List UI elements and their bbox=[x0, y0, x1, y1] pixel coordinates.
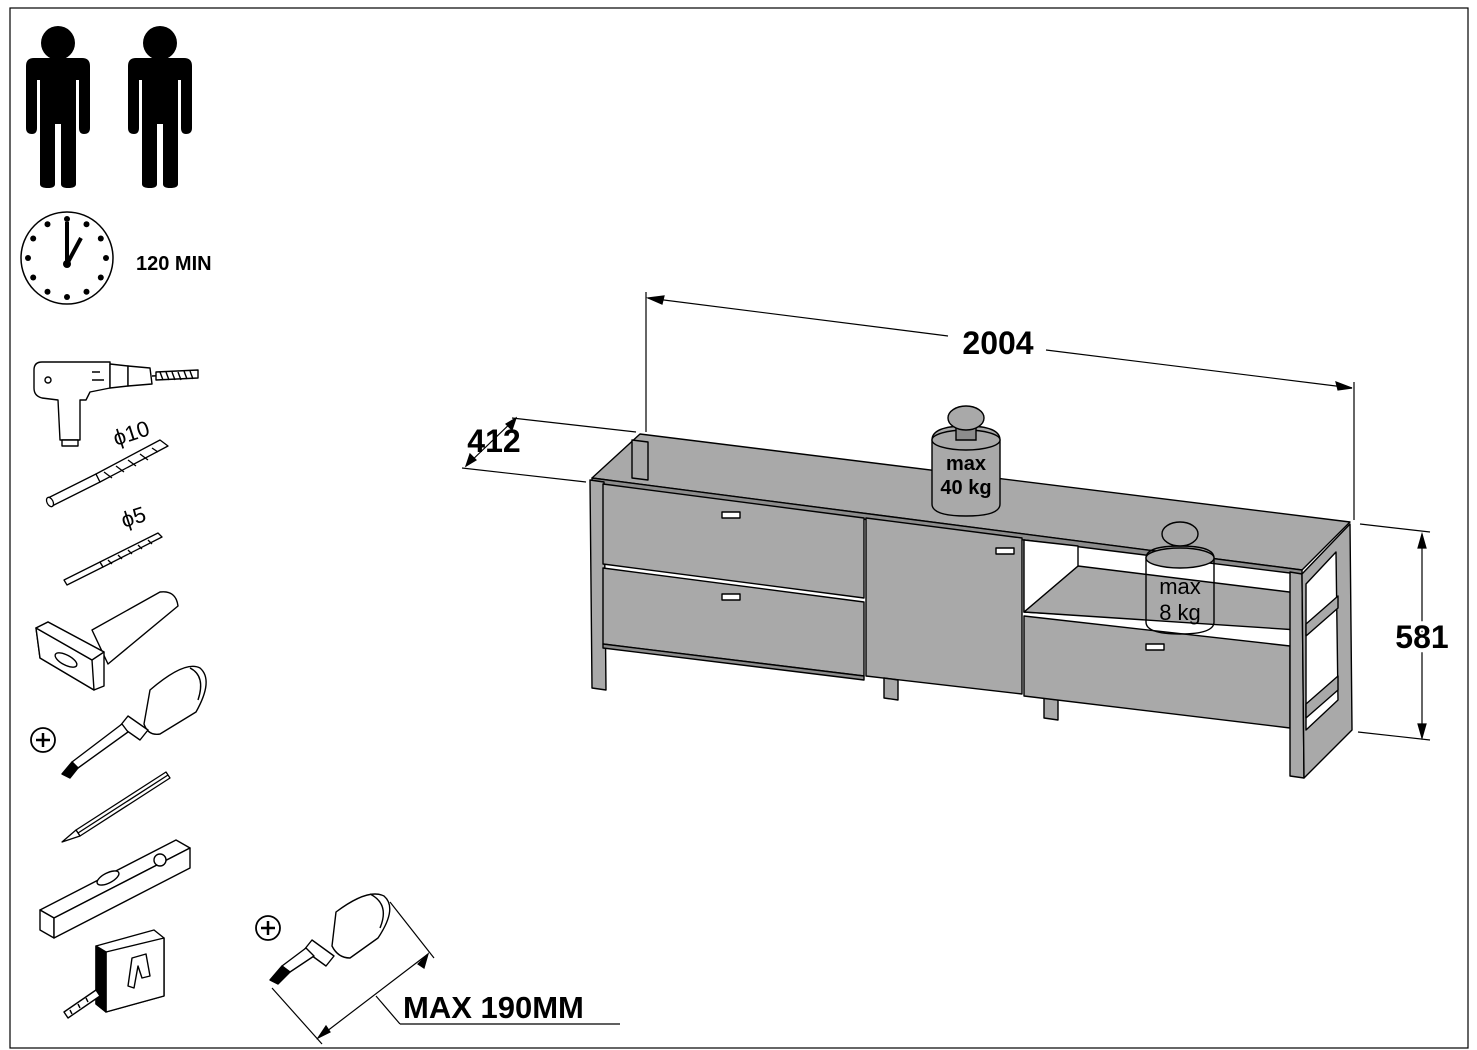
left-front-leg bbox=[589, 479, 607, 691]
pencil-icon bbox=[61, 771, 171, 843]
width-dimension-line bbox=[645, 292, 1355, 520]
tape-measure-icon bbox=[63, 929, 165, 1019]
weight-shelf-line2: 8 kg bbox=[1159, 600, 1201, 625]
sheet-border bbox=[9, 7, 1469, 1049]
clock-icon bbox=[20, 211, 114, 305]
center-door bbox=[865, 517, 1023, 695]
weight-top-icon bbox=[931, 405, 1001, 517]
two-persons-icon bbox=[26, 26, 192, 188]
height-dimension-line bbox=[1357, 523, 1431, 741]
drill-bit-10-label: ϕ10 bbox=[110, 416, 153, 451]
drill-bit-5-label: ϕ5 bbox=[118, 501, 149, 532]
height-dimension-label: 581 bbox=[1395, 619, 1448, 655]
spirit-level-icon bbox=[39, 839, 191, 939]
person-icon bbox=[128, 26, 192, 188]
drill-bit-5-icon bbox=[63, 532, 163, 586]
drill-icon bbox=[33, 361, 199, 447]
width-dimension-label: 2004 bbox=[962, 325, 1033, 361]
tv-bench-illustration bbox=[589, 433, 1353, 779]
hammer-icon bbox=[35, 591, 179, 691]
drill-bit-10-icon bbox=[45, 439, 169, 508]
weight-top-line1: max bbox=[946, 453, 986, 475]
phillips-symbol-icon bbox=[30, 727, 56, 753]
weight-shelf-line1: max bbox=[1159, 574, 1201, 599]
weight-shelf-icon bbox=[1145, 521, 1215, 635]
drawer-top-left bbox=[602, 483, 865, 599]
drawer-right bbox=[1023, 615, 1291, 729]
max-length-dimension-line bbox=[271, 901, 620, 1045]
max-length-label: MAX 190MM bbox=[403, 990, 584, 1025]
depth-dimension-label: 412 bbox=[467, 423, 520, 459]
depth-dimension-line bbox=[461, 416, 637, 483]
person-icon bbox=[26, 26, 90, 188]
assembly-time-label: 120 MIN bbox=[136, 253, 212, 275]
phillips-symbol-icon bbox=[255, 915, 281, 941]
max-length-screwdriver-icon bbox=[269, 893, 391, 985]
weight-top-line2: 40 kg bbox=[940, 477, 991, 499]
phillips-screwdriver-icon bbox=[61, 665, 207, 779]
